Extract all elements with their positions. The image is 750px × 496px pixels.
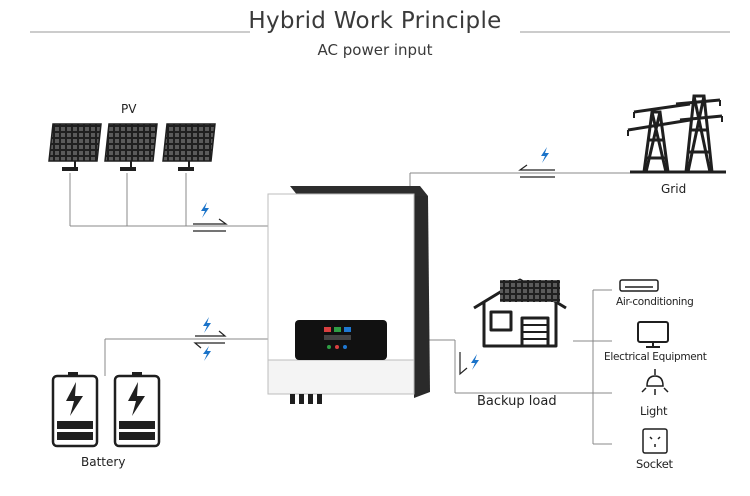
- battery-icon: [51, 372, 99, 448]
- socket-label: Socket: [636, 457, 673, 471]
- backup-load-label: Backup load: [477, 394, 557, 409]
- lightning-bolt-icon: [471, 354, 479, 370]
- backup-load-arrow: [459, 352, 468, 376]
- battery-flow-arrow: [193, 330, 227, 349]
- battery-label: Battery: [81, 455, 126, 469]
- house-icon: [473, 278, 567, 348]
- monitor-icon: [637, 321, 669, 348]
- diagram-title: Hybrid Work Principle: [248, 8, 502, 34]
- grid-wiring: [409, 172, 630, 192]
- pv-wiring: [69, 173, 268, 227]
- solar-panel-icon: [48, 123, 102, 171]
- solar-panel-icon: [162, 123, 216, 171]
- grid-flow-arrow: [518, 164, 555, 178]
- lightning-bolt-icon: [203, 317, 211, 333]
- air-conditioner-icon: [619, 279, 659, 292]
- air-conditioning-label: Air-conditioning: [616, 296, 694, 308]
- pv-flow-arrow: [193, 218, 228, 232]
- battery-wiring: [104, 338, 268, 376]
- grid-label: Grid: [661, 182, 687, 196]
- battery-icon: [113, 372, 161, 448]
- inverter-unit: [267, 186, 430, 404]
- backup-load-wiring: [428, 289, 612, 445]
- solar-panel-icon: [104, 123, 158, 171]
- power-pylon-icon: [627, 94, 726, 174]
- pv-label: PV: [121, 102, 137, 116]
- light-label: Light: [640, 404, 668, 418]
- lightning-bolt-icon: [201, 202, 209, 218]
- socket-icon: [642, 428, 668, 454]
- lightning-bolt-icon: [203, 346, 211, 361]
- light-bulb-icon: [641, 369, 669, 395]
- electrical-equipment-label: Electrical Equipment: [604, 351, 707, 363]
- diagram-subtitle: AC power input: [317, 41, 433, 59]
- lightning-bolt-icon: [541, 147, 549, 163]
